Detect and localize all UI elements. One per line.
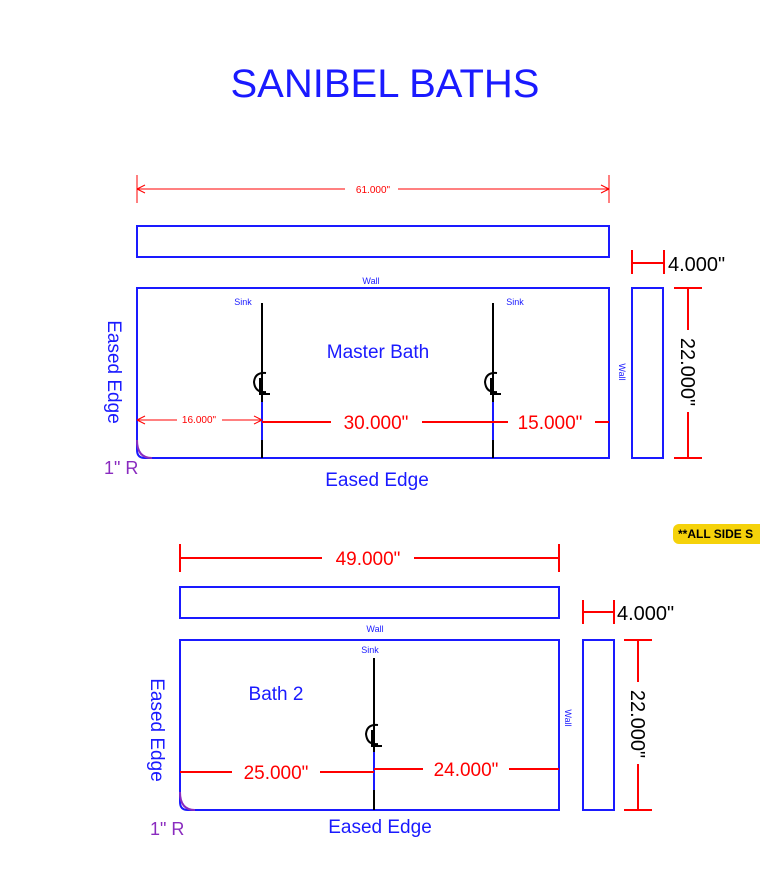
bath2-side-splash — [582, 639, 615, 811]
bath2-width-label: 49.000" — [336, 549, 401, 570]
bath2-front-edge-label: Eased Edge — [328, 817, 432, 838]
master-side-wall-label: Wall — [617, 363, 627, 380]
bath-2-group: 49.000" 4.000" Wall Bath 2 Sink 25.000" — [146, 544, 674, 839]
master-countertop — [136, 287, 610, 459]
bath2-corner-radius-mark — [179, 791, 196, 811]
bath2-left-edge-label: Eased Edge — [146, 678, 167, 782]
bath2-centerline-icon — [364, 723, 382, 747]
bath2-right-offset-label: 24.000" — [434, 760, 499, 781]
master-bath-group: 61.000" 4.000" Wall Master Bath Sink Sin… — [103, 175, 725, 491]
master-centerline-icon-1 — [252, 371, 270, 395]
bath2-width-dimension — [179, 544, 560, 572]
bath2-backsplash-height-dimension — [582, 600, 615, 624]
master-backsplash — [136, 225, 610, 258]
master-centerline-icon-2 — [483, 371, 501, 395]
master-depth-label: 22.000" — [676, 338, 698, 406]
master-left-edge-label: Eased Edge — [103, 320, 124, 424]
page-title: SANIBEL BATHS — [230, 62, 540, 106]
master-sink-label-2: Sink — [506, 297, 524, 307]
master-width-dimension — [136, 175, 610, 203]
bath2-name: Bath 2 — [249, 684, 304, 705]
bath2-depth-dimension — [624, 639, 652, 811]
bath2-backsplash-height-label: 4.000" — [617, 603, 674, 625]
master-width-label: 61.000" — [356, 185, 391, 196]
bath2-side-wall-label: Wall — [563, 709, 573, 726]
master-backsplash-height-dimension — [631, 250, 665, 274]
master-left-offset-label: 16.000" — [182, 415, 217, 426]
bath2-backsplash — [179, 586, 560, 619]
master-sink-spacing-label: 30.000" — [344, 413, 409, 434]
master-wall-label: Wall — [362, 276, 379, 286]
master-left-offset-dimension — [136, 415, 263, 425]
bath2-sink-label: Sink — [361, 645, 379, 655]
side-note-badge: **ALL SIDE S — [673, 524, 760, 544]
master-front-edge-label: Eased Edge — [325, 470, 429, 491]
bath2-left-offset-label: 25.000" — [244, 763, 309, 784]
master-corner-radius-mark — [136, 439, 153, 459]
bath2-countertop — [179, 639, 560, 811]
master-sink-label-1: Sink — [234, 297, 252, 307]
master-depth-dimension — [674, 287, 702, 459]
bath2-wall-label: Wall — [366, 624, 383, 634]
master-corner-radius-label: 1" R — [104, 458, 138, 478]
master-backsplash-height-label: 4.000" — [668, 254, 725, 276]
master-bath-name: Master Bath — [327, 342, 429, 363]
bath2-depth-label: 22.000" — [626, 690, 648, 758]
master-side-splash — [631, 287, 664, 459]
bath2-corner-radius-label: 1" R — [150, 819, 184, 839]
master-right-offset-label: 15.000" — [518, 413, 583, 434]
